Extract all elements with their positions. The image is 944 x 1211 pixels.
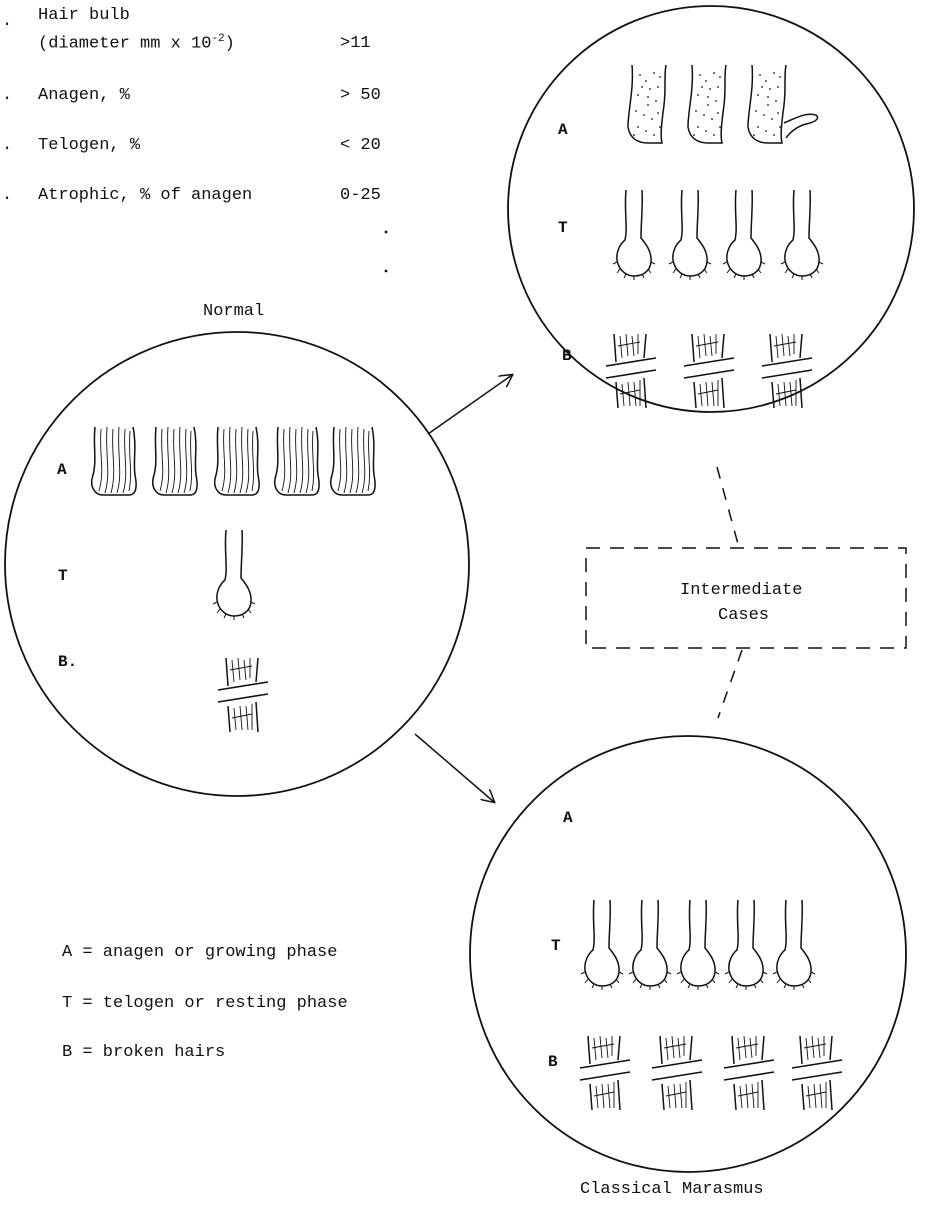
criteria-label-diameter: (diameter mm x 10-2) — [38, 33, 235, 54]
normal-anagen-hair — [329, 426, 376, 496]
normal-title: Normal — [203, 302, 265, 321]
criteria-label-telogen: Telogen, % — [38, 136, 141, 155]
normal-telogen-hair — [212, 529, 256, 621]
marasmus-broken-hair — [651, 1035, 703, 1111]
normal-anagen-hair — [151, 426, 198, 496]
marasmus-circle — [469, 735, 907, 1173]
stray-dot — [384, 269, 388, 273]
top-telogen-hair — [780, 189, 824, 281]
criteria-bullet: . — [2, 12, 13, 31]
criteria-label-anagen: Anagen, % — [38, 86, 130, 105]
intermediate-top-circle — [507, 5, 915, 413]
normal-circle — [4, 331, 470, 797]
normal-anagen-hair — [90, 426, 137, 496]
marasmus-telogen-hair — [580, 899, 624, 991]
normal-label-b: B. — [58, 653, 77, 671]
criteria-bullet: . — [2, 186, 13, 205]
top-telogen-hair — [722, 189, 766, 281]
marasmus-title: Classical Marasmus — [580, 1180, 764, 1199]
marasmus-telogen-hair — [772, 899, 816, 991]
marasmus-telogen-hair — [724, 899, 768, 991]
criteria-bullet: . — [2, 136, 13, 155]
normal-anagen-hair — [273, 426, 320, 496]
normal-broken-hair — [217, 657, 269, 733]
legend-item-broken: B = broken hairs — [62, 1043, 226, 1062]
normal-anagen-hair — [213, 426, 260, 496]
atrophic-anagen-hair — [627, 64, 667, 144]
marasmus-telogen-hair — [676, 899, 720, 991]
criteria-value-atrophic: 0-25 — [340, 186, 381, 205]
top-label-a: A — [558, 121, 568, 139]
intermediate-cases-box — [585, 547, 907, 649]
arrow-to-top-circle — [427, 375, 512, 435]
marasmus-label-t: T — [551, 937, 561, 955]
marasmus-telogen-hair — [628, 899, 672, 991]
criteria-value-telogen: < 20 — [340, 136, 381, 155]
legend-item-anagen: A = anagen or growing phase — [62, 943, 338, 962]
marasmus-label-b: B — [548, 1053, 558, 1071]
legend-item-telogen: T = telogen or resting phase — [62, 994, 348, 1013]
marasmus-broken-hair — [579, 1035, 631, 1111]
arrow-to-marasmus-circle — [414, 733, 494, 802]
intermediate-line1: Intermediate — [680, 581, 802, 600]
atrophic-anagen-hair — [747, 64, 787, 144]
criteria-bullet: . — [2, 86, 13, 105]
dashed-connector-bottom — [717, 649, 743, 719]
criteria-value-anagen: > 50 — [340, 86, 381, 105]
marasmus-broken-hair — [723, 1035, 775, 1111]
normal-label-t: T — [58, 567, 68, 585]
top-label-b: B — [562, 347, 572, 365]
top-telogen-hair — [668, 189, 712, 281]
top-telogen-hair — [612, 189, 656, 281]
top-broken-hair — [605, 333, 657, 409]
curled-bulb-icon — [783, 113, 819, 139]
dashed-connector-top — [716, 466, 739, 545]
criteria-value-hair-bulb: >11 — [340, 34, 371, 53]
exponent: -2 — [211, 33, 225, 45]
intermediate-line2: Cases — [718, 606, 769, 625]
atrophic-anagen-hair — [687, 64, 727, 144]
top-label-t: T — [558, 219, 568, 237]
marasmus-broken-hair — [791, 1035, 843, 1111]
normal-label-a: A — [57, 461, 67, 479]
stray-dot — [384, 230, 388, 234]
criteria-label-hair-bulb: Hair bulb — [38, 6, 130, 25]
top-broken-hair — [683, 333, 735, 409]
marasmus-label-a: A — [563, 809, 573, 827]
criteria-label-atrophic: Atrophic, % of anagen — [38, 186, 253, 205]
